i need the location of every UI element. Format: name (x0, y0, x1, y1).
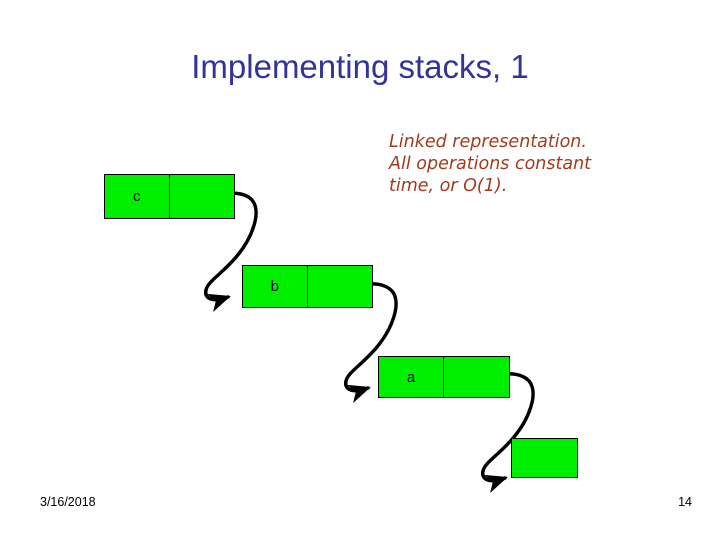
list-terminator-value (512, 439, 577, 477)
callout-line-2: All operations constant (389, 154, 592, 174)
list-node-b: b (242, 265, 373, 308)
page-title: Implementing stacks, 1 (191, 48, 529, 85)
callout-text-block: Linked representation. All operations co… (389, 131, 679, 197)
list-node-a-pointer (444, 357, 509, 397)
list-node-b-pointer (308, 266, 373, 307)
list-node-c-value: c (105, 175, 170, 218)
list-node-b-value: b (243, 266, 308, 307)
list-node-a: a (378, 356, 510, 398)
footer-date: 3/16/2018 (40, 495, 96, 509)
callout-line-3: time, or O(1). (389, 176, 508, 196)
callout-line-1: Linked representation. (389, 132, 587, 152)
list-node-c: c (104, 174, 235, 219)
list-terminator-node (511, 438, 578, 478)
list-node-a-value: a (379, 357, 444, 397)
footer-page-number: 14 (678, 495, 692, 509)
list-node-c-pointer (170, 175, 235, 218)
